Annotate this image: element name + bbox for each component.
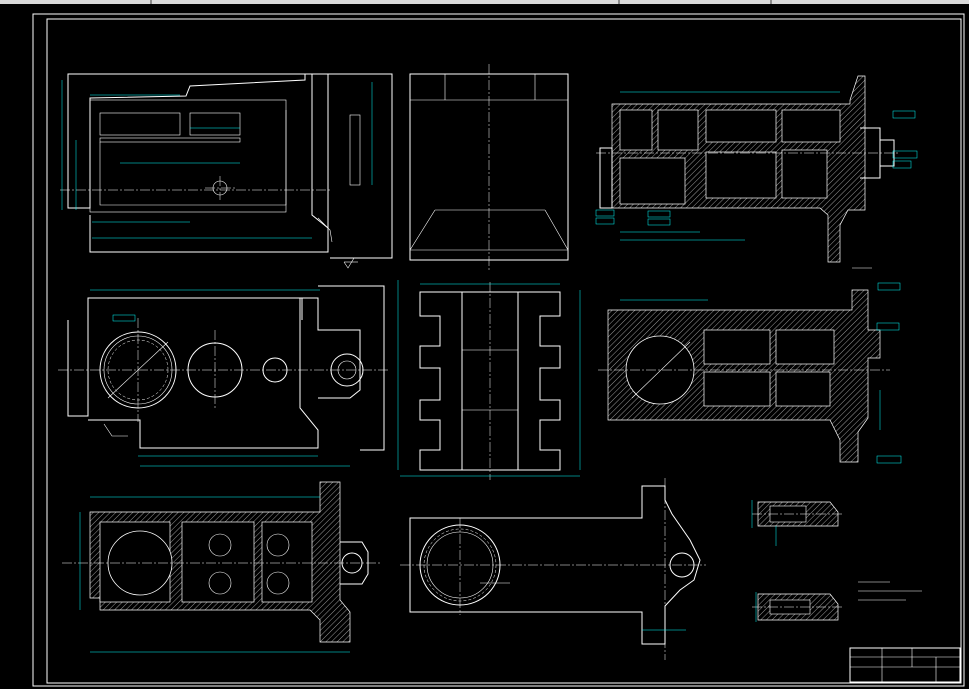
plan-right-boss [300,297,361,399]
hole [208,533,232,557]
hole [266,571,290,595]
strip-marker [150,0,152,4]
side-left-comb [419,291,463,471]
tolerance-frame [876,455,902,464]
tolerance-frame [892,110,916,119]
tolerance-frame [595,209,615,217]
window-right [189,112,241,136]
surface-mark [343,257,355,269]
tolerance-frame [647,210,671,218]
cavity [775,371,831,407]
bottom-view [400,478,706,660]
side-detail-view [397,280,581,480]
window-top-strip [0,0,969,4]
tolerance-frame [892,160,912,169]
sheet-outer-border [32,13,965,687]
strip-marker [618,0,620,4]
plan-view [58,285,390,467]
window-left [99,112,181,136]
rail-strip [99,137,241,143]
bore-leader [631,341,691,399]
strip-marker [770,0,772,4]
inner-profile [99,110,287,206]
side-slot [349,114,361,186]
plan-left-flange [67,297,303,417]
tolerance-frame [647,218,671,226]
tolerance-frame [876,322,900,331]
cavity [657,109,699,151]
cad-drawing-sheet [32,13,965,687]
section-c-c [595,75,918,269]
end-view [409,64,569,270]
end-view-taper [409,209,569,251]
surface-mark [103,423,128,437]
cavity [781,109,841,143]
fillet [317,217,333,243]
cavity [703,329,771,365]
bore-leader [107,341,169,399]
cavity [619,157,686,205]
cavity [703,371,771,407]
elevation-side-edge [312,73,329,228]
plan-outline [88,297,319,449]
cavity [781,149,828,199]
elevation-frame [89,99,287,213]
cavity [705,109,777,143]
tolerance-frame [877,282,901,291]
cavity [705,151,777,199]
tolerance-frame [892,150,918,159]
title-block-frame [849,647,961,683]
end-view-edge [444,74,536,100]
detail-section-1 [751,500,842,546]
elevation-top-block [67,73,306,209]
bottom-view-outline [409,485,701,645]
section-a-a [62,481,382,653]
title-block [849,647,961,683]
notes-area [858,581,922,601]
tolerance-frame [595,217,615,225]
hole [208,571,232,595]
cavity [261,521,313,603]
cavity [775,329,835,365]
plan-right-block [318,285,385,451]
side-right-comb [517,291,561,471]
flange [599,147,613,209]
cavity [619,109,653,151]
cavity [181,521,255,603]
elevation-view [60,73,393,269]
tolerance-frame [112,314,136,322]
elevation-right-block [328,73,393,259]
hole [266,533,290,557]
detail-section-2 [752,592,842,622]
sheet-inner-border [46,18,962,684]
section-b-b [598,282,902,464]
